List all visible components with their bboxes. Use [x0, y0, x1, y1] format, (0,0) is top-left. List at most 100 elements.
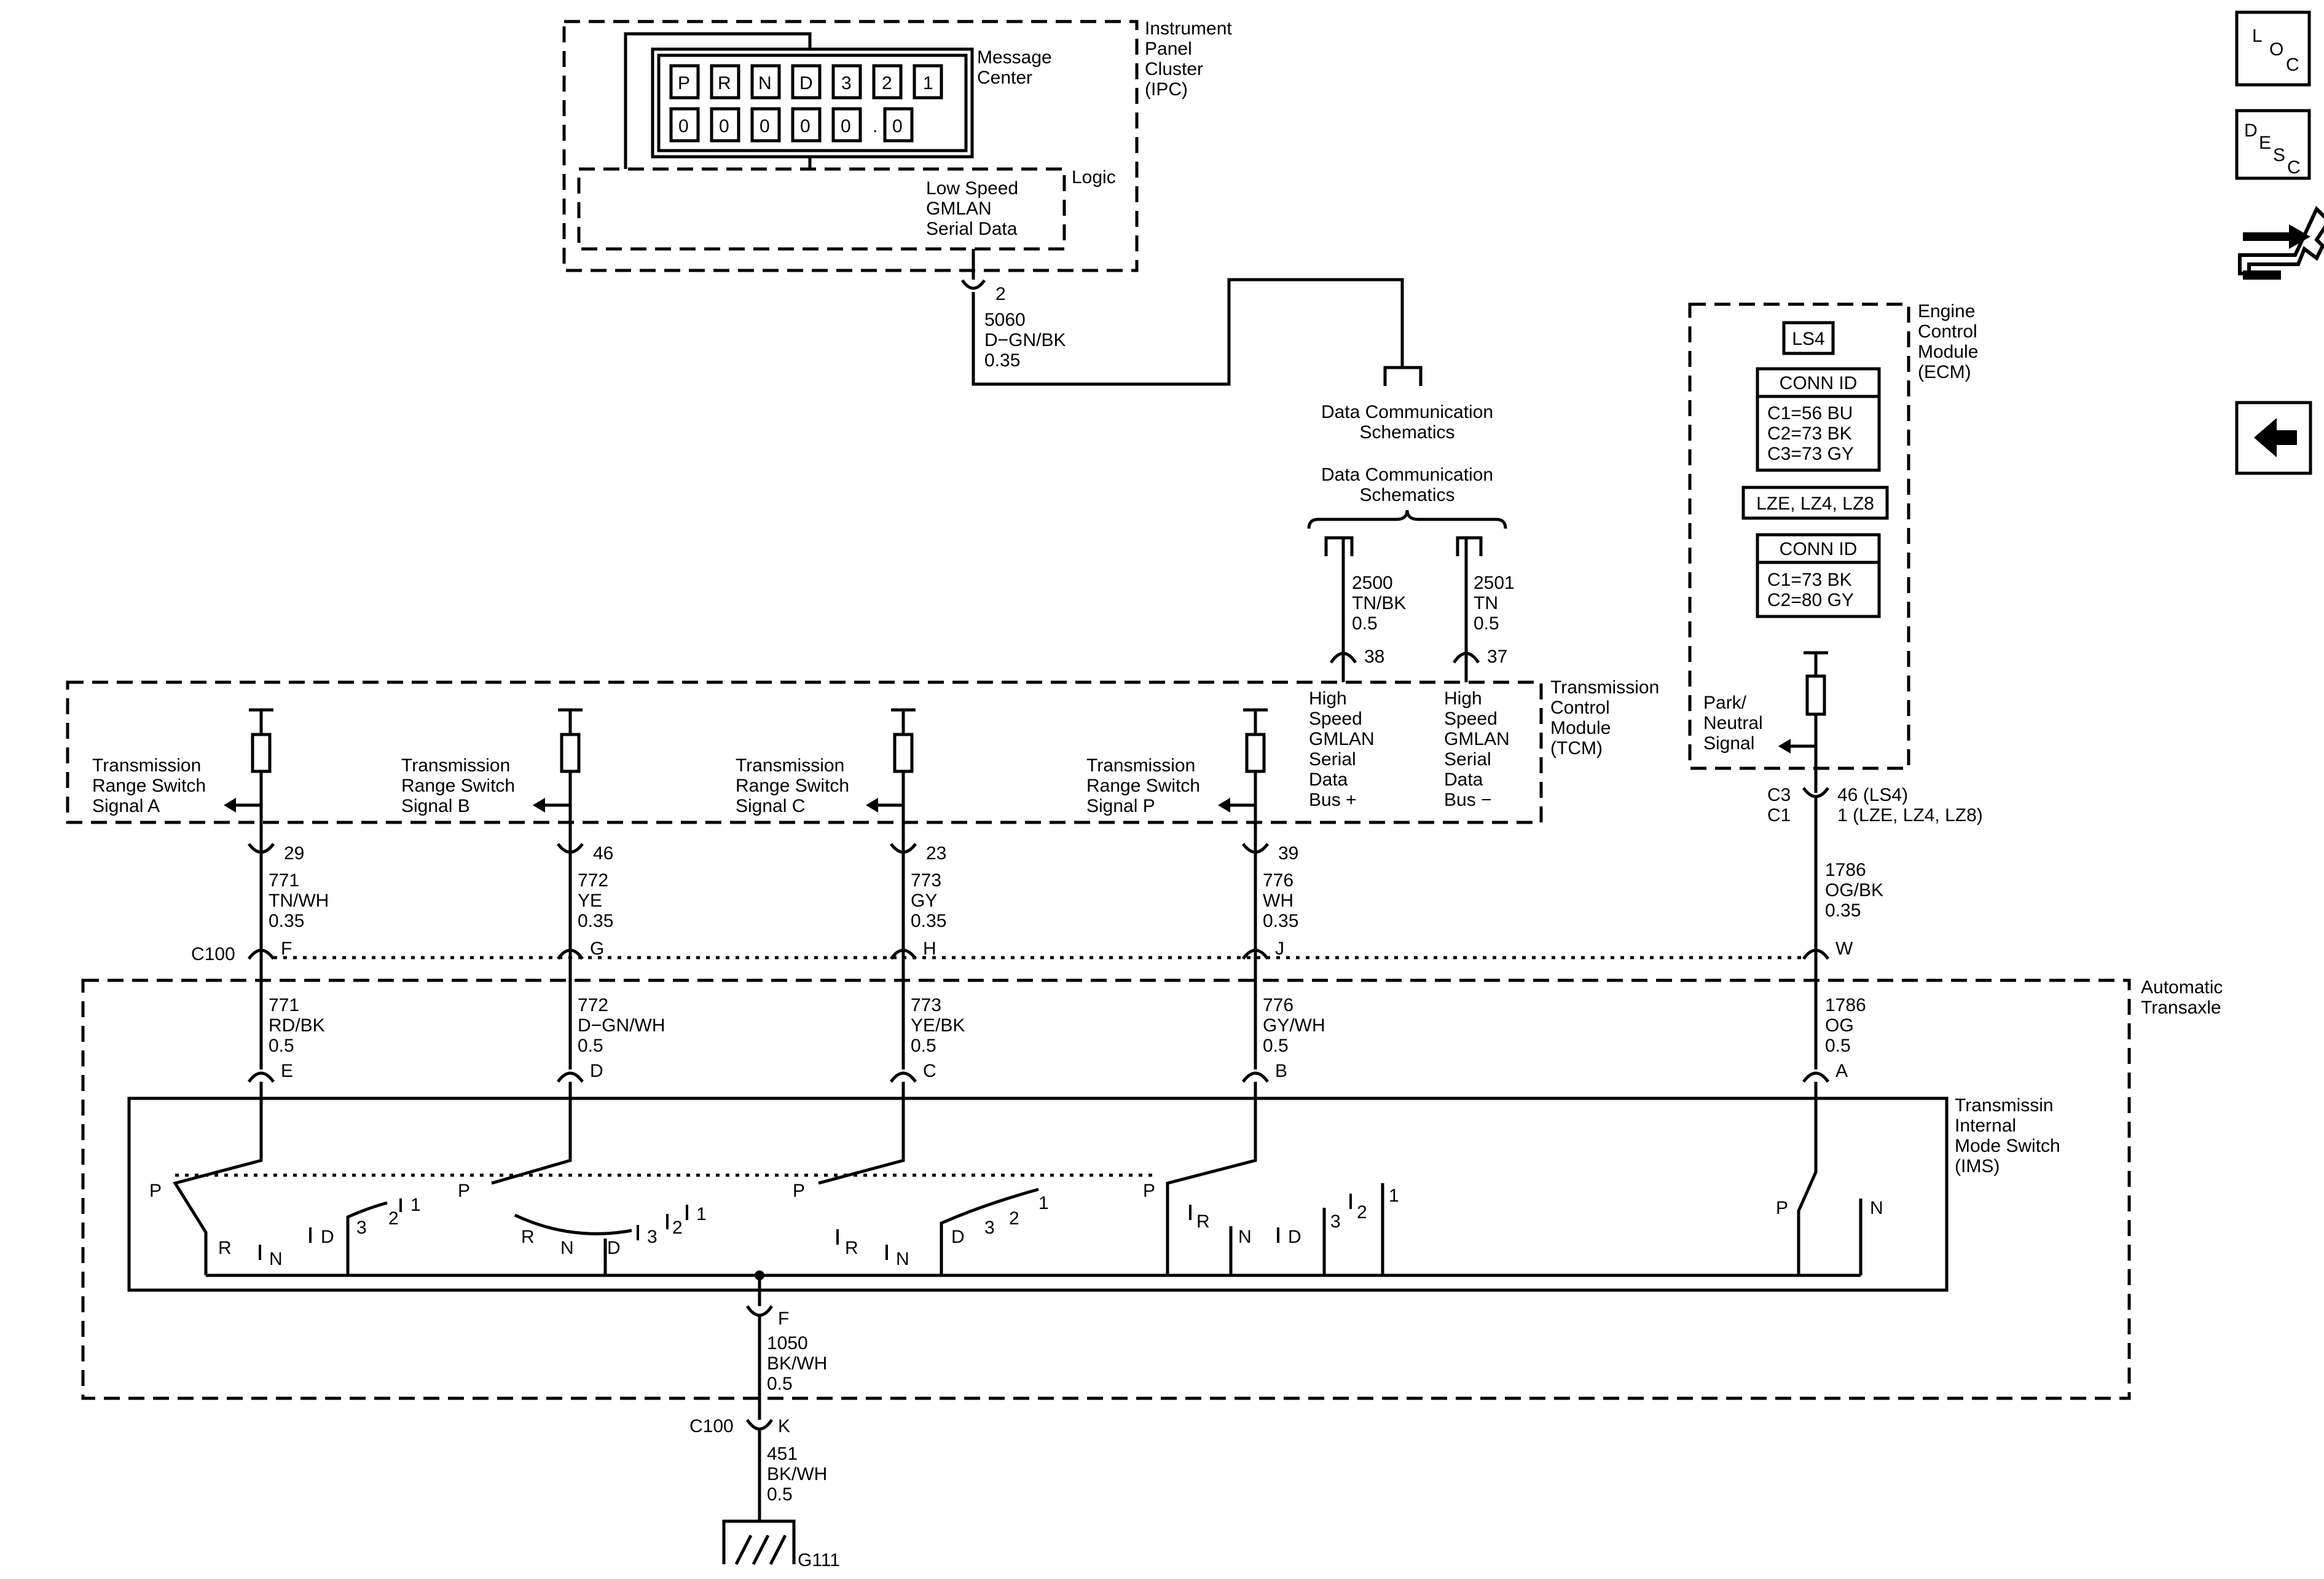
prnd-char-4: 3 — [841, 73, 852, 93]
odo-char-6: 0 — [892, 116, 903, 136]
svg-text:C3=73 GY: C3=73 GY — [1767, 444, 1854, 464]
svg-text:Serial: Serial — [1444, 749, 1491, 770]
tcm-signal-b: Transmission Range Switch Signal B 46 77… — [401, 708, 613, 931]
ipc-label-3: Cluster — [1145, 59, 1203, 79]
svg-text:0.35: 0.35 — [911, 911, 946, 931]
message-center-label-2: Center — [977, 68, 1032, 88]
ground-symbol-icon — [722, 1519, 796, 1564]
wire-2500-circuit: 2500 — [1352, 573, 1393, 593]
bus-minus-label: High Speed GMLAN Serial Data Bus − — [1444, 688, 1510, 810]
message-center-inner — [657, 53, 968, 152]
c100-k-connector — [745, 1419, 774, 1431]
svg-text:451: 451 — [767, 1444, 798, 1464]
tcm-signal-c: Transmission Range Switch Signal C 23 77… — [736, 708, 946, 931]
nav-desc-button[interactable]: D E S C — [2235, 109, 2311, 180]
svg-text:0.5: 0.5 — [1263, 1036, 1289, 1056]
ecm-box — [1688, 302, 1910, 770]
logic-label: Logic — [1072, 167, 1116, 187]
svg-text:Signal P: Signal P — [1086, 796, 1155, 816]
svg-text:R: R — [845, 1238, 858, 1258]
svg-text:C3: C3 — [1767, 785, 1791, 805]
message-center-outer — [651, 47, 974, 159]
svg-text:Control: Control — [1918, 321, 1977, 342]
prnd-char-0: P — [678, 73, 690, 93]
svg-text:N: N — [1870, 1198, 1883, 1218]
data-comm-splice-top — [1383, 366, 1423, 386]
svg-text:LZE, LZ4, LZ8: LZE, LZ4, LZ8 — [1756, 494, 1874, 514]
svg-text:1050: 1050 — [767, 1333, 808, 1353]
logic-box — [577, 167, 1066, 251]
svg-text:Range Switch: Range Switch — [736, 776, 849, 796]
svg-text:0.35: 0.35 — [269, 911, 304, 931]
svg-text:OG/BK: OG/BK — [1825, 880, 1883, 900]
svg-text:G: G — [590, 939, 604, 959]
tcm-box — [66, 680, 1543, 824]
svg-text:Module: Module — [1918, 342, 1978, 362]
svg-text:0.5: 0.5 — [269, 1036, 294, 1056]
tcm-signal-p: Transmission Range Switch Signal P 39 77… — [1086, 708, 1298, 931]
svg-text:C: C — [2287, 157, 2301, 178]
svg-text:D: D — [2244, 120, 2258, 141]
svg-text:S: S — [2273, 145, 2285, 165]
svg-text:D: D — [321, 1227, 334, 1247]
svg-text:3: 3 — [356, 1218, 367, 1238]
ims-switch-park-neutral: P N — [1776, 1100, 1883, 1275]
ipc-connector-2 — [960, 279, 986, 290]
svg-text:0.5: 0.5 — [578, 1036, 603, 1056]
svg-text:3: 3 — [984, 1218, 995, 1238]
svg-text:H: H — [923, 939, 936, 959]
ims-switch-c: P R N D 3 2 1 — [793, 1100, 1049, 1275]
svg-text:(ECM): (ECM) — [1918, 362, 1971, 382]
ims-switch-b: P R N D 3 2 1 — [458, 1100, 707, 1275]
data-comm-top-label-1: Data Communication — [1321, 402, 1493, 422]
svg-text:Serial: Serial — [1309, 749, 1356, 770]
svg-text:2: 2 — [672, 1218, 683, 1238]
tcm-connector-37 — [1452, 652, 1480, 664]
back-button[interactable] — [2235, 401, 2312, 475]
svg-text:1: 1 — [410, 1195, 421, 1215]
svg-text:P: P — [149, 1181, 162, 1201]
nav-loc-button[interactable]: L O C — [2235, 10, 2311, 87]
svg-text:P: P — [793, 1181, 805, 1201]
ipc-label-1: Instrument — [1145, 18, 1232, 39]
arrow-icon — [533, 798, 545, 813]
ims-switch-a: P R N D 3 2 1 — [149, 1100, 421, 1275]
svg-text:E: E — [2259, 133, 2271, 153]
wire-2501-circuit: 2501 — [1474, 573, 1515, 593]
gmlan-low-speed-wire — [972, 278, 1404, 386]
svg-text:776: 776 — [1263, 870, 1294, 891]
svg-text:D: D — [590, 1061, 603, 1081]
tcm-module: Transmission Control Module (TCM) High S… — [66, 677, 1659, 931]
data-comm-lower-label-1: Data Communication — [1321, 465, 1493, 485]
svg-text:High: High — [1309, 688, 1347, 709]
conn-id-table-2 — [1756, 533, 1881, 618]
svg-text:0.5: 0.5 — [767, 1374, 793, 1394]
svg-text:C1: C1 — [1767, 805, 1791, 825]
svg-text:L: L — [2252, 26, 2263, 46]
svg-text:46 (LS4): 46 (LS4) — [1837, 785, 1908, 805]
connector-tool-button[interactable] — [2238, 205, 2324, 280]
svg-text:C2=73 BK: C2=73 BK — [1767, 423, 1852, 444]
prnd-display: P R N D 3 2 1 — [669, 64, 943, 100]
svg-text:3: 3 — [647, 1227, 658, 1247]
c100-label-bottom: C100 — [689, 1416, 734, 1436]
wire-2501-gauge: 0.5 — [1474, 613, 1499, 634]
arrow-icon — [1778, 739, 1791, 754]
automatic-transaxle: Automatic Transaxle 771 RD/BK 0.5 772 D−… — [81, 977, 2223, 1420]
svg-text:C2=80 GY: C2=80 GY — [1767, 590, 1854, 610]
prnd-char-1: R — [718, 73, 731, 93]
svg-text:E: E — [281, 1061, 293, 1081]
svg-text:TN/WH: TN/WH — [269, 891, 329, 911]
svg-text:Internal: Internal — [1955, 1116, 2016, 1136]
svg-text:N: N — [560, 1238, 574, 1258]
wire-2501-color: TN — [1474, 593, 1498, 613]
svg-text:Automatic: Automatic — [2141, 977, 2223, 998]
variants-badge — [1741, 486, 1889, 520]
svg-text:1 (LZE, LZ4, LZ8): 1 (LZE, LZ4, LZ8) — [1837, 805, 1983, 825]
svg-text:0.35: 0.35 — [1263, 911, 1298, 931]
tcm-pin-37: 37 — [1487, 647, 1507, 667]
svg-text:C: C — [2286, 55, 2299, 75]
data-comm-lower-label-2: Schematics — [1359, 485, 1454, 505]
ims-switch-p: P R N D 3 2 1 — [1143, 1100, 1399, 1275]
serial-label-1: Low Speed — [926, 178, 1018, 199]
